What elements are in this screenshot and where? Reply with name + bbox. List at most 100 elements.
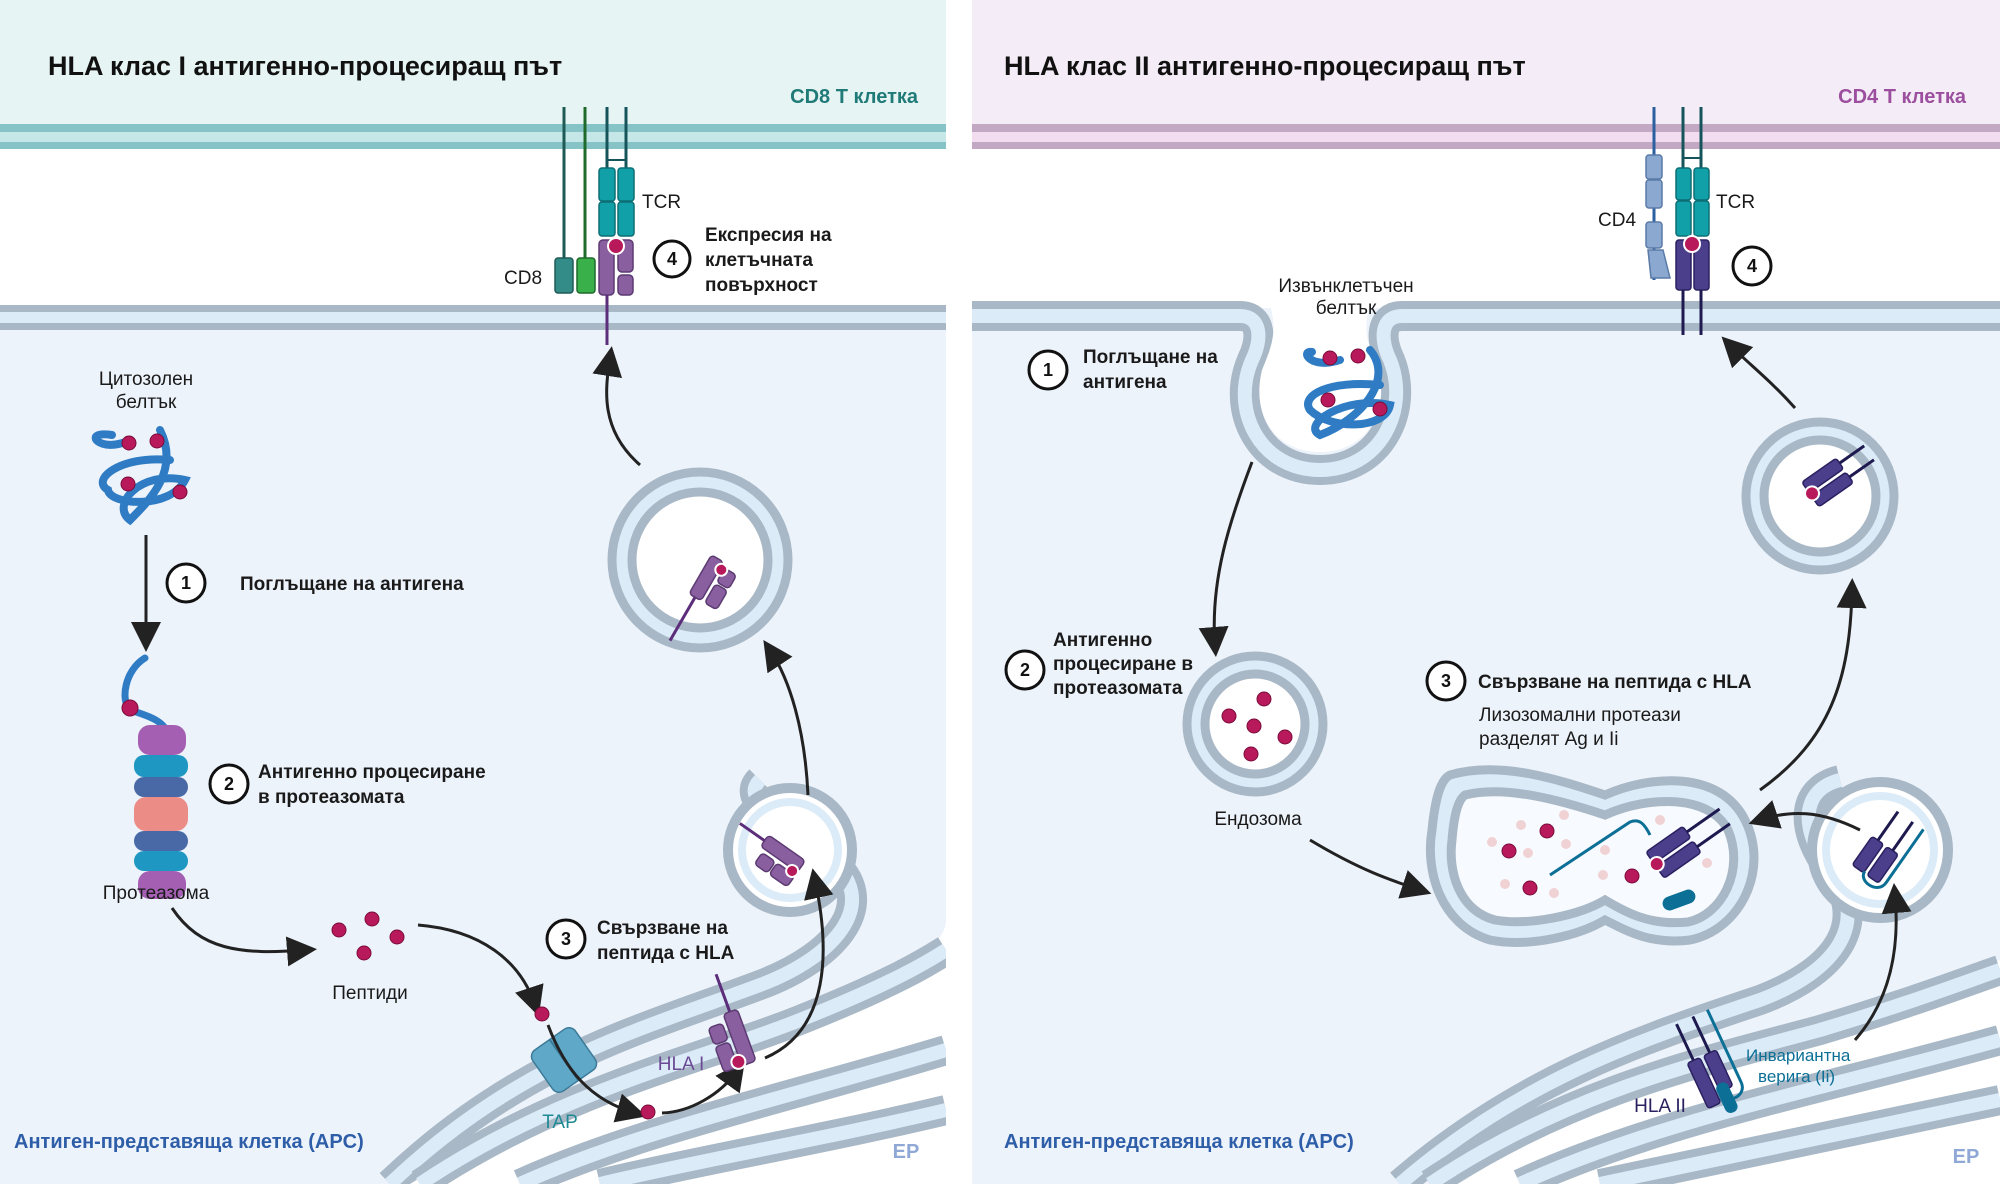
er-label: ЕР — [893, 1141, 920, 1163]
peptides-icon — [331, 911, 405, 961]
hla-ii-invariant-er-icon — [1675, 1009, 1744, 1113]
arrow-golgi-to-lysosome — [1748, 800, 1861, 832]
tcell-label: CD4 Т клетка — [1838, 86, 1967, 108]
svg-text:в протеазомата: в протеазомата — [258, 787, 405, 808]
step-1: 1 Поглъщане на антигена — [1027, 347, 1218, 393]
svg-text:Антигенно процесиране: Антигенно процесиране — [258, 762, 486, 783]
svg-text:2: 2 — [224, 774, 234, 794]
step-1: 1 Поглъщане на антигена — [165, 562, 464, 604]
hla-class-i-vesicle-icon — [668, 555, 736, 642]
hla-ii-invariant-golgi-icon — [1852, 810, 1925, 889]
extracellular-protein-label: Извънклетъчен — [1278, 276, 1413, 297]
svg-text:4: 4 — [1747, 256, 1757, 276]
step-number-badge — [1731, 245, 1773, 287]
arrow-to-hla — [661, 1060, 746, 1115]
step-number-badge — [165, 562, 207, 604]
peptide-icon — [1683, 235, 1701, 253]
step-number-badge — [545, 918, 587, 960]
svg-text:Свързване на: Свързване на — [597, 918, 728, 939]
step-4: 4 Експресия на клетъчната повърхност — [652, 225, 832, 296]
tcr-label: TCR — [1716, 192, 1755, 213]
svg-text:Експресия на: Експресия на — [705, 225, 832, 246]
endosome-label: Ендозома — [1214, 809, 1302, 830]
svg-text:3: 3 — [1441, 671, 1451, 691]
svg-text:протеазомата: протеазомата — [1053, 678, 1183, 699]
panel-title: HLA клас I антигенно-процесиращ път — [48, 51, 562, 81]
step-2: 2 Антигенно процесиране в протеазомата — [208, 762, 486, 808]
arrow-er-to-golgi — [1853, 883, 1912, 1041]
svg-text:верига (Ii): верига (Ii) — [1758, 1067, 1835, 1086]
tcell-region-bg — [0, 0, 946, 128]
svg-text:1: 1 — [181, 573, 191, 593]
apc-label: Антиген-представяща клетка (APC) — [1004, 1131, 1354, 1153]
step-number-badge — [1425, 660, 1467, 702]
svg-text:Поглъщане на: Поглъщане на — [1083, 347, 1218, 368]
cytosolic-protein-label: Цитозолен — [99, 369, 193, 390]
tcell-membrane-inner — [0, 142, 946, 149]
apc-membrane-outer — [0, 305, 946, 312]
panel-class-i: HLA клас I антигенно-процесиращ път CD8 … — [0, 0, 954, 1184]
hla-ii-label: HLA II — [1634, 1096, 1686, 1117]
arrow-through-tap — [546, 1024, 647, 1123]
lysosome-fusion-icon — [1425, 765, 1759, 947]
er-label: ЕР — [1953, 1146, 1980, 1168]
lysosomal-proteases-label: Лизозомални протеази — [1479, 705, 1681, 726]
synapse-space — [0, 128, 946, 308]
peptide-icon — [607, 237, 625, 255]
arrow-to-surface — [592, 346, 641, 467]
step-2: 2 Антигенно процесиране в протеазомата — [1004, 630, 1193, 699]
peptide-icon — [534, 1006, 550, 1022]
hla-i-label: HLA I — [658, 1054, 704, 1075]
tcell-region-bg — [972, 0, 2000, 128]
panel-divider — [946, 0, 972, 1184]
cd8-beta — [576, 257, 596, 294]
arrow-to-tap — [417, 923, 544, 1017]
transport-vesicle — [1741, 417, 1899, 575]
svg-text:3: 3 — [561, 929, 571, 949]
transport-vesicle — [607, 467, 793, 653]
tcell-membrane-outer — [0, 124, 946, 132]
tcell-membrane-inner — [972, 142, 2000, 149]
tcell-membrane-fill — [0, 132, 946, 142]
synapse-space — [972, 128, 2000, 308]
svg-text:Антигенно: Антигенно — [1053, 630, 1152, 651]
step-number-badge — [208, 763, 250, 805]
tcell-label: CD8 Т клетка — [790, 86, 919, 108]
arrow-to-peptides — [170, 907, 317, 967]
hla-class-i-golgi-icon — [739, 822, 805, 887]
apc-membrane-fill — [0, 312, 946, 323]
arrow-to-golgi — [764, 868, 834, 1060]
proteasome-icon — [121, 654, 188, 899]
svg-text:Поглъщане на антигена: Поглъщане на антигена — [240, 574, 464, 595]
svg-text:Свързване на пептида с HLA: Свързване на пептида с HLA — [1478, 672, 1752, 693]
peptides-label: Пептиди — [332, 983, 408, 1004]
panel-title: HLA клас II антигенно-процесиращ път — [1004, 51, 1526, 81]
svg-text:разделят Ag и Ii: разделят Ag и Ii — [1479, 729, 1619, 750]
arrow-to-endosome — [1198, 461, 1254, 657]
panel-class-ii: HLA клас II антигенно-процесиращ път CD4… — [972, 0, 2000, 1184]
apc-membrane-inner — [0, 323, 946, 330]
tcell-membrane-outer — [972, 124, 2000, 132]
svg-text:пептида с HLA: пептида с HLA — [597, 943, 735, 964]
step-3: 3 Свързване на пептида с HLA — [545, 918, 735, 964]
arrow-vesicle-to-surface — [1721, 336, 1797, 409]
invariant-chain-label: Инвариантна — [1746, 1046, 1851, 1065]
svg-text:повърхност: повърхност — [705, 275, 818, 296]
svg-text:1: 1 — [1043, 360, 1053, 380]
svg-text:2: 2 — [1020, 660, 1030, 680]
arrow-to-vesicle — [763, 640, 810, 796]
extracellular-protein-icon — [1303, 346, 1395, 440]
svg-text:процесиране в: процесиране в — [1053, 654, 1193, 675]
cd8-label: CD8 — [504, 268, 542, 289]
step-4: 4 — [1731, 245, 1773, 287]
cytosolic-protein-icon — [91, 426, 191, 526]
svg-text:белтък: белтък — [116, 392, 177, 413]
arrow-lysosome-to-vesicle — [1759, 578, 1867, 792]
cd8-tcr-complex — [554, 107, 635, 345]
svg-text:антигена: антигена — [1083, 372, 1167, 393]
cd8-alpha — [554, 257, 574, 294]
hla-class-i-icon — [708, 973, 756, 1073]
step-number-badge — [1004, 649, 1046, 691]
svg-text:клетъчната: клетъчната — [705, 250, 813, 271]
